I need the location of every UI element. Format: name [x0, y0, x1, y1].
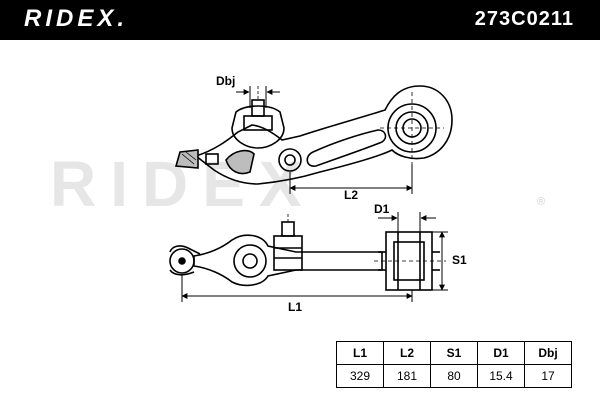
l1-dimension — [181, 274, 413, 302]
part-number: 273C0211 — [474, 8, 574, 30]
l2-label: L2 — [344, 188, 359, 202]
header-d1: D1 — [477, 341, 525, 365]
registered-mark: ® — [537, 196, 546, 208]
value-d1: 15.4 — [477, 364, 525, 388]
l2-dimension — [289, 164, 413, 194]
specs-header-row: L1 L2 S1 D1 Dbj — [336, 341, 572, 365]
d1-label: D1 — [374, 202, 390, 216]
value-l1: 329 — [336, 364, 384, 388]
header-s1: S1 — [430, 341, 478, 365]
header-dbj: Dbj — [524, 341, 572, 365]
l1-label: L1 — [288, 300, 303, 314]
specs-table: L1 L2 S1 D1 Dbj 329 181 80 15.4 17 — [336, 341, 572, 388]
value-l2: 181 — [383, 364, 431, 388]
dbj-dimension — [236, 86, 280, 108]
value-s1: 80 — [430, 364, 478, 388]
dbj-label: Dbj — [216, 74, 236, 88]
brand-logo: RIDEX. — [24, 5, 129, 32]
s1-label: S1 — [452, 253, 467, 267]
header-bar: RIDEX. 273C0211 — [0, 0, 600, 40]
control-arm-top-view — [174, 85, 453, 185]
value-dbj: 17 — [524, 364, 572, 388]
header-l1: L1 — [336, 341, 384, 365]
control-arm-side-view — [169, 214, 446, 291]
header-l2: L2 — [383, 341, 431, 365]
d1-dimension — [378, 212, 436, 232]
specs-value-row: 329 181 80 15.4 17 — [336, 364, 572, 388]
s1-dimension — [432, 231, 448, 291]
